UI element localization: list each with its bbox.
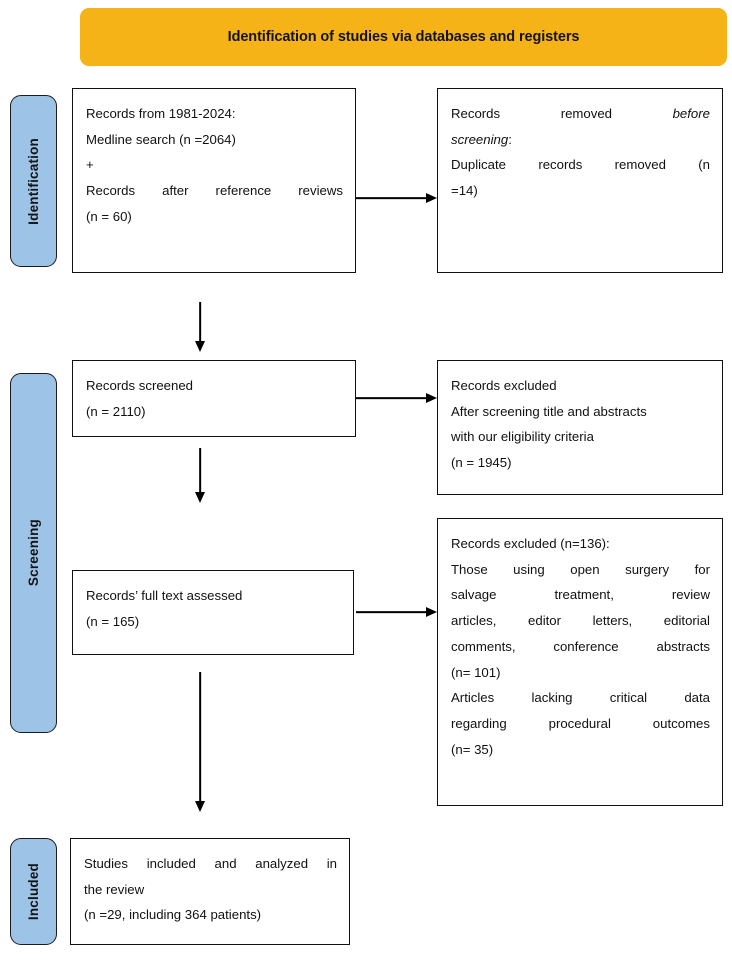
arrow-head-right-icon [426, 607, 437, 617]
banner-title: Identification of studies via databases … [227, 29, 580, 45]
records-excluded-screening-line3: with our eligibility criteria [451, 429, 594, 445]
records-removed-line2-italic: screening [451, 131, 509, 147]
phase-label-identification: Identification [10, 95, 57, 267]
records-removed-line1-italic: before [672, 106, 710, 121]
studies-included-line3: (n =29, including 364 patients) [84, 907, 262, 923]
phase-label-screening: Screening [10, 373, 57, 733]
arrow-shaft [199, 672, 201, 802]
arrow-right-screened-to-excluded [356, 388, 437, 408]
fulltext-assessed-line1: Records’ full text assessed [86, 588, 243, 603]
studies-included-line1: Studies included and analyzed in [84, 856, 337, 871]
records-excluded-fulltext-line7: Articles lacking critical data [451, 690, 710, 706]
arrow-shaft [356, 611, 427, 613]
records-excluded-fulltext-line9: (n= 35) [451, 741, 494, 757]
arrow-shaft [356, 397, 427, 399]
records-excluded-screening-line2: After screening title and abstracts [451, 403, 647, 419]
studies-included-line2: the review [84, 881, 145, 897]
records-screened-line2: (n = 2110) [86, 403, 146, 419]
records-removed-line4: =14) [451, 183, 478, 199]
arrow-head-down-icon [195, 341, 205, 352]
records-identified-line2: Medline search (n =2064) [86, 131, 236, 147]
arrow-down-fulltext-to-included [190, 672, 210, 812]
node-records-excluded-screening: Records excluded After screening title a… [437, 360, 723, 495]
records-excluded-fulltext-line8: regarding procedural outcomes [451, 715, 710, 731]
records-excluded-fulltext-line4: articles, editor letters, editorial [451, 613, 710, 629]
node-fulltext-assessed: Records’ full text assessed (n = 165) [72, 570, 354, 655]
phase-label-included: Included [10, 838, 57, 945]
node-records-removed: Records removed before screening: Duplic… [437, 88, 723, 273]
arrow-head-right-icon [426, 393, 437, 403]
node-records-identified: Records from 1981-2024: Medline search (… [72, 88, 356, 273]
records-excluded-screening-line4: (n = 1945) [451, 455, 512, 471]
records-removed-line1: Records removed before [451, 103, 710, 126]
fulltext-assessed-line2: (n = 165) [86, 613, 140, 629]
arrow-shaft [199, 448, 201, 493]
arrow-head-down-icon [195, 801, 205, 812]
records-removed-line2: screening: [451, 129, 710, 152]
records-excluded-fulltext-line1: Records excluded (n=136): [451, 536, 610, 551]
arrow-down-screened-to-fulltext [190, 448, 210, 503]
records-removed-line3: Duplicate records removed (n [451, 157, 710, 173]
arrow-shaft [199, 302, 201, 342]
records-removed-line1-plain: Records removed [451, 106, 673, 121]
records-identified-line5: (n = 60) [86, 208, 132, 224]
node-records-screened: Records screened (n = 2110) [72, 360, 356, 437]
phase-label-included-text: Included [26, 862, 41, 921]
phase-label-screening-text: Screening [26, 519, 41, 587]
records-excluded-fulltext-line6: (n= 101) [451, 664, 501, 680]
node-studies-included: Studies included and analyzed in the rev… [70, 838, 350, 945]
records-screened-line1: Records screened [86, 378, 194, 393]
arrow-down-identified-to-screened [190, 302, 210, 352]
records-excluded-fulltext-line3: salvage treatment, review [451, 587, 710, 603]
node-records-excluded-fulltext: Records excluded (n=136): Those using op… [437, 518, 723, 806]
arrow-right-identified-to-removed [356, 188, 437, 208]
records-identified-line3: + [86, 157, 94, 173]
records-excluded-screening-line1: Records excluded [451, 378, 557, 393]
phase-label-identification-text: Identification [26, 137, 41, 225]
arrow-right-fulltext-to-excluded [356, 602, 437, 622]
arrow-head-right-icon [426, 193, 437, 203]
arrow-head-down-icon [195, 492, 205, 503]
records-removed-line2-colon: : [508, 131, 512, 147]
records-identified-line1: Records from 1981-2024: [86, 106, 236, 121]
diagram-banner: Identification of studies via databases … [80, 8, 727, 66]
arrow-shaft [356, 197, 427, 199]
records-excluded-fulltext-line5: comments, conference abstracts [451, 638, 710, 654]
records-identified-line4: Records after reference reviews [86, 183, 343, 199]
records-excluded-fulltext-line2: Those using open surgery for [451, 561, 710, 577]
